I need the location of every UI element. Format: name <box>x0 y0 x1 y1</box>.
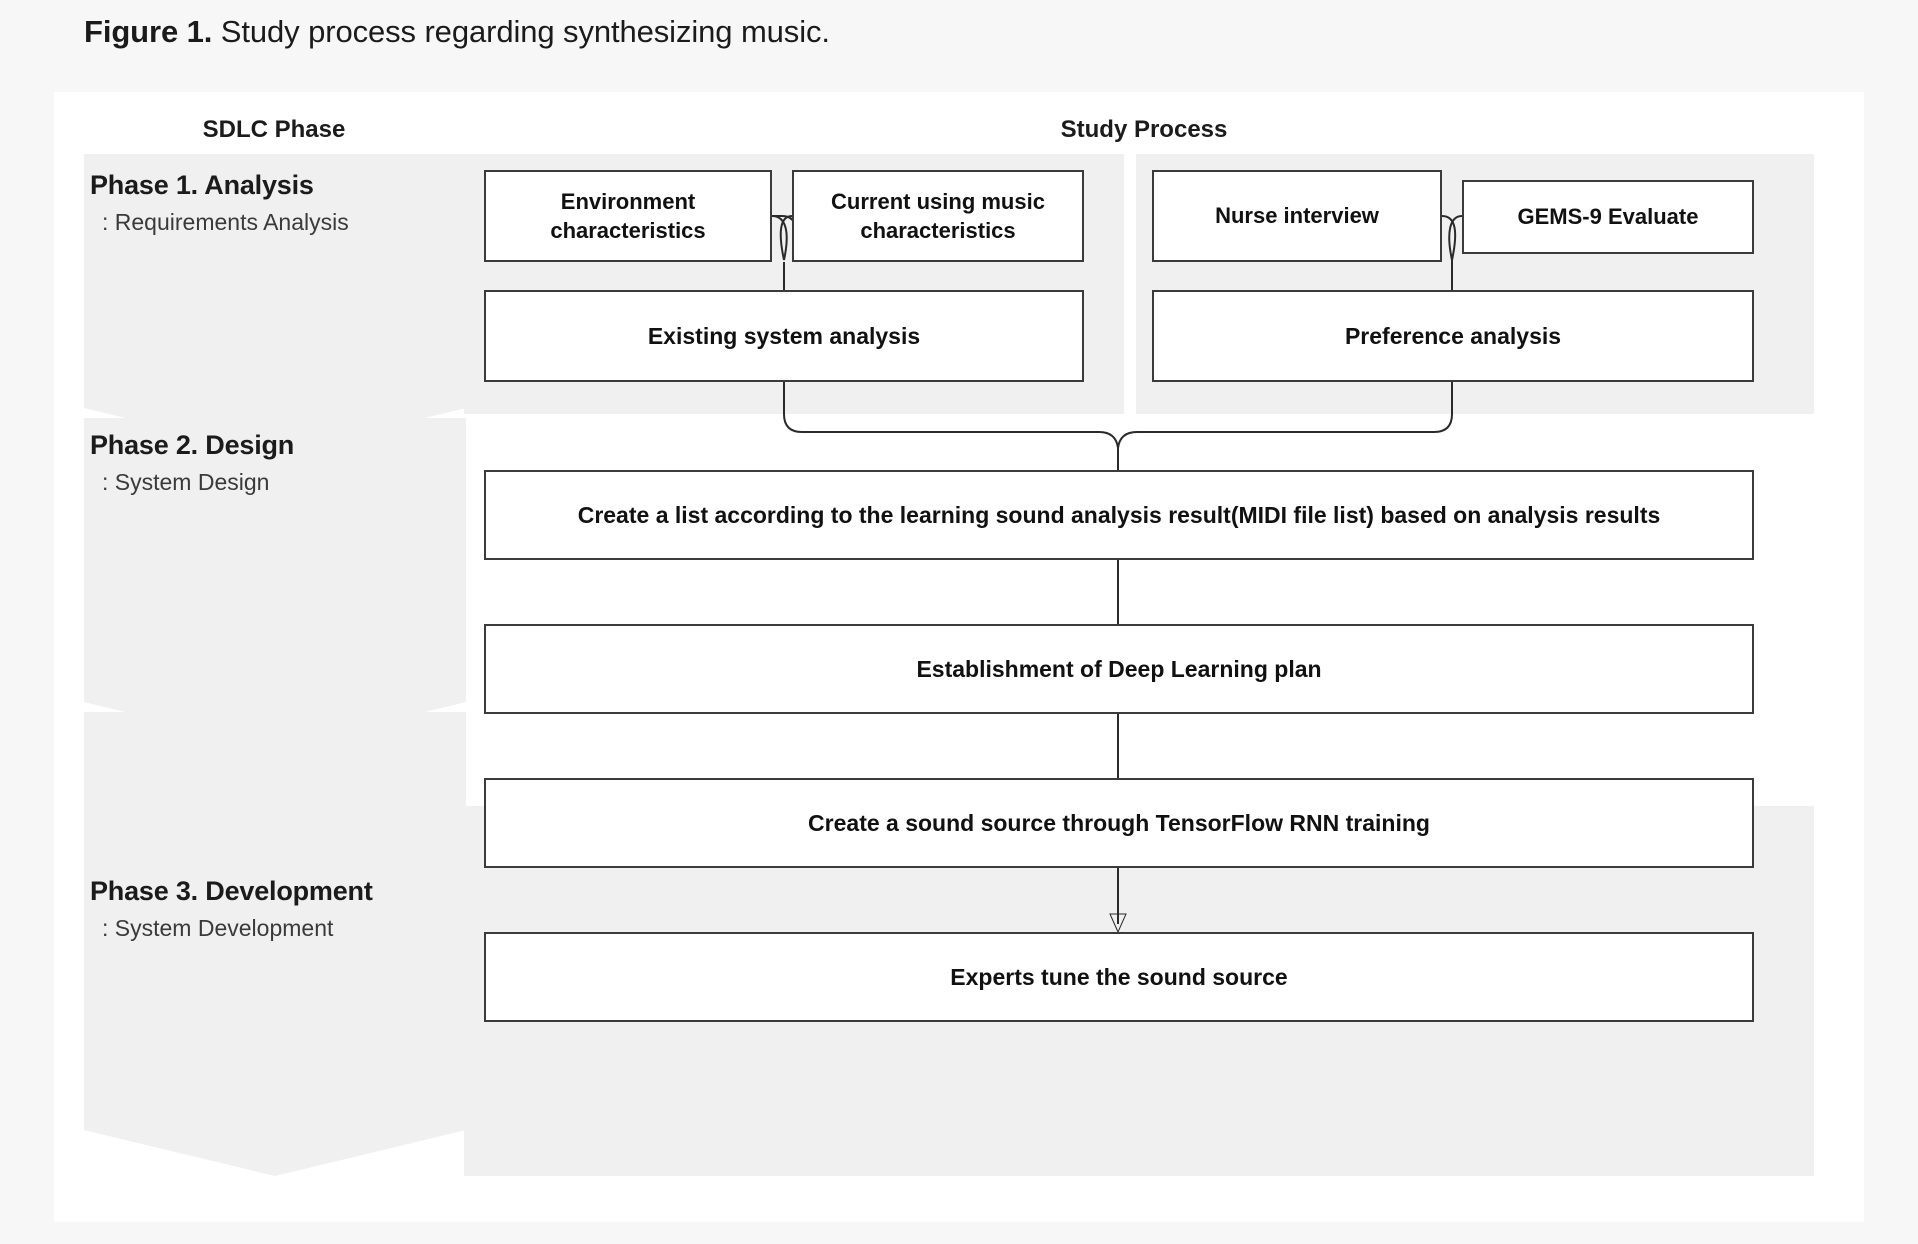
phase-title-analysis: Phase 1. Analysis <box>90 170 314 200</box>
column-header-study-process: Study Process <box>1060 116 1228 143</box>
box-current-using-music-characteristics[interactable]: Current using music characteristics <box>792 170 1084 262</box>
column-header-sdlc-phase: SDLC Phase <box>202 116 346 143</box>
box-deep-learning-plan[interactable]: Establishment of Deep Learning plan <box>484 624 1754 714</box>
phase-chevron-development <box>84 712 466 1176</box>
box-existing-system-analysis[interactable]: Existing system analysis <box>484 290 1084 382</box>
phase-chevron-analysis <box>84 154 466 454</box>
box-tensorflow-rnn-training[interactable]: Create a sound source through TensorFlow… <box>484 778 1754 868</box>
phase-chevron-design <box>84 418 466 748</box>
box-environment-characteristics[interactable]: Environment characteristics <box>484 170 772 262</box>
phase-title-design: Phase 2. Design <box>90 430 295 460</box>
box-gems-9-evaluate[interactable]: GEMS-9 Evaluate <box>1462 180 1754 254</box>
figure-caption: Figure 1. Study process regarding synthe… <box>84 14 830 50</box>
phase-subtitle-development: : System Development <box>102 915 334 941</box>
phase-label-design: Phase 2. Design : System Design <box>90 430 470 496</box>
phase-subtitle-design: : System Design <box>102 469 270 495</box>
box-experts-tune-sound-source[interactable]: Experts tune the sound source <box>484 932 1754 1022</box>
figure-caption-text: Study process regarding synthesizing mus… <box>212 14 830 49</box>
phase-label-development: Phase 3. Development : System Developmen… <box>90 876 470 942</box>
box-preference-analysis[interactable]: Preference analysis <box>1152 290 1754 382</box>
phase-title-development: Phase 3. Development <box>90 876 373 906</box>
phase-subtitle-analysis: : Requirements Analysis <box>102 209 349 235</box>
box-create-midi-file-list[interactable]: Create a list according to the learning … <box>484 470 1754 560</box>
box-nurse-interview[interactable]: Nurse interview <box>1152 170 1442 262</box>
phase-label-analysis: Phase 1. Analysis : Requirements Analysi… <box>90 170 470 236</box>
figure-panel: SDLC Phase Study Process Phase 1. Analys… <box>54 92 1864 1222</box>
figure-caption-label: Figure 1. <box>84 14 213 49</box>
